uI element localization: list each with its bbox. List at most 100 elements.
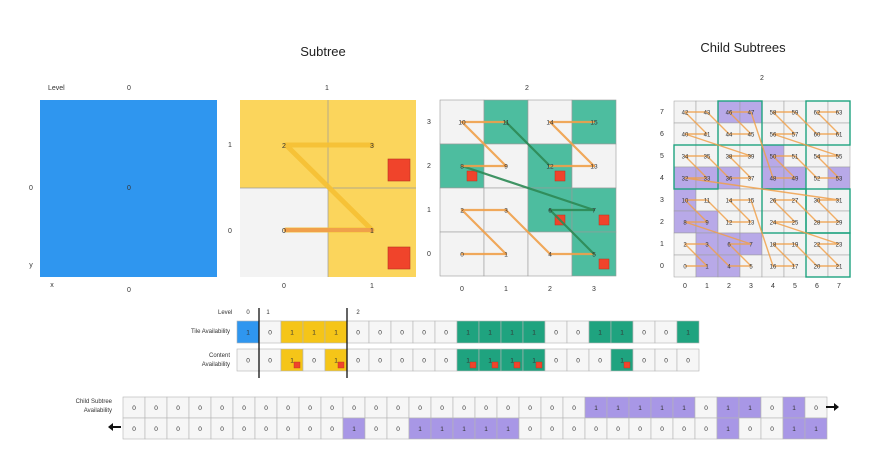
content-availability-content-marker-17 <box>623 361 631 369</box>
level3-tile-label-2: 2 <box>683 242 687 248</box>
child-availability-r1-bit-3: 0 <box>198 405 202 412</box>
child-availability-r1-bit-16: 0 <box>484 405 488 412</box>
child-availability-r1-bit-6: 0 <box>264 405 268 412</box>
level3-y-tick-7: 7 <box>660 109 664 116</box>
tile-availability-bit-17: 1 <box>620 329 624 336</box>
level3-tile-label-61: 61 <box>836 132 843 138</box>
level-header-2: 2 <box>525 85 529 92</box>
tile-availability-bit-20: 1 <box>686 329 690 336</box>
child-availability-r2-bit-23: 0 <box>638 426 642 433</box>
content-availability-bit-5: 0 <box>356 357 360 364</box>
child-availability-r2-bit-20: 0 <box>572 426 576 433</box>
level3-tile-label-35: 35 <box>704 154 711 160</box>
level2-tile-label-3: 3 <box>504 208 508 215</box>
level3-tile-label-38: 38 <box>726 154 733 160</box>
level3-tile-label-28: 28 <box>814 220 821 226</box>
level3-tile-label-31: 31 <box>836 198 843 204</box>
child-availability-r1-bit-15: 0 <box>462 405 466 412</box>
content-availability-label-2: Availability <box>202 362 230 368</box>
child-availability-r2-bit-18: 0 <box>528 426 532 433</box>
tile-availability-bit-10: 1 <box>466 329 470 336</box>
level3-y-tick-5: 5 <box>660 153 664 160</box>
level2-path-segment-1 <box>460 208 508 256</box>
level3-tile-label-54: 54 <box>814 154 821 160</box>
tile-availability-bit-1: 0 <box>268 329 272 336</box>
level3-tile-label-21: 21 <box>836 264 843 270</box>
content-availability-content-marker-11 <box>491 361 499 369</box>
tile-availability-bit-16: 1 <box>598 329 602 336</box>
child-availability-r1-bit-9: 0 <box>330 405 334 412</box>
level2-tile-label-0: 0 <box>460 252 464 259</box>
level1-x-tick-1: 1 <box>370 283 374 290</box>
level3-tile-label-53: 53 <box>836 176 843 182</box>
level3-tile-label-30: 30 <box>814 198 821 204</box>
bitstream-level-label: Level <box>218 310 232 316</box>
child-availability-r1-bit-20: 0 <box>572 405 576 412</box>
child-availability-r2-bit-15: 1 <box>462 426 466 433</box>
tile-availability-bit-15: 0 <box>576 329 580 336</box>
level3-y-tick-3: 3 <box>660 197 664 204</box>
child-availability-r1-bit-25: 1 <box>682 405 686 412</box>
child-availability-r1-bit-1: 0 <box>154 405 158 412</box>
child-availability-r1-bit-31: 0 <box>814 405 818 412</box>
level2-tile-label-6: 6 <box>548 208 552 215</box>
content-availability-bit-9: 0 <box>444 357 448 364</box>
child-availability-r2-bit-30: 1 <box>792 426 796 433</box>
level-header-1: 1 <box>325 85 329 92</box>
level3-tile-label-5: 5 <box>749 264 753 270</box>
content-availability-bit-4: 1 <box>334 357 338 364</box>
level1-content-marker-3 <box>387 158 411 182</box>
child-availability-r1-bit-26: 0 <box>704 405 708 412</box>
bitstream-section: Level 0 1 2 Tile Availability Content Av… <box>76 308 839 440</box>
level3-tile-label-24: 24 <box>770 220 777 226</box>
level3-tile-label-1: 1 <box>705 264 709 270</box>
level2-path-segment-7 <box>460 164 596 212</box>
level2-x-tick-0: 0 <box>460 286 464 293</box>
child-availability-r1-bit-0: 0 <box>132 405 136 412</box>
level2-tile-label-5: 5 <box>592 252 596 259</box>
level3-tile-label-14: 14 <box>726 198 733 204</box>
child-availability-r1-bit-21: 1 <box>594 405 598 412</box>
child-availability-r2-bit-3: 0 <box>198 426 202 433</box>
level2-x-tick-2: 2 <box>548 286 552 293</box>
level3-tile-label-13: 13 <box>748 220 755 226</box>
level3-tile-label-52: 52 <box>814 176 821 182</box>
level3-x-tick-7: 7 <box>837 283 841 290</box>
axis-label-y: y <box>29 262 33 269</box>
content-availability-bit-6: 0 <box>378 357 382 364</box>
level2-tile-label-1: 1 <box>504 252 508 259</box>
level3-tile-label-45: 45 <box>748 132 755 138</box>
level-label: Level <box>48 85 65 92</box>
level1-content-marker-1 <box>387 246 411 270</box>
tile-availability-bit-7: 0 <box>400 329 404 336</box>
child-availability-r2-bit-9: 0 <box>330 426 334 433</box>
child-availability-r1-bit-19: 0 <box>550 405 554 412</box>
child-availability-r2-bit-19: 0 <box>550 426 554 433</box>
level2-path-segment-9 <box>460 120 508 168</box>
content-availability-bit-11: 1 <box>488 357 492 364</box>
child-availability-r2-bit-11: 0 <box>374 426 378 433</box>
level2-content-marker-5 <box>598 258 610 270</box>
content-availability-bit-19: 0 <box>664 357 668 364</box>
child-availability-r1-bit-13: 0 <box>418 405 422 412</box>
axis-label-x: x <box>50 282 54 289</box>
level3-x-tick-5: 5 <box>793 283 797 290</box>
level3-tile-label-16: 16 <box>770 264 777 270</box>
child-availability-r2-bit-25: 0 <box>682 426 686 433</box>
level2-path-segment-3 <box>504 208 552 256</box>
content-availability-bit-16: 0 <box>598 357 602 364</box>
level3-tile-label-8: 8 <box>683 220 687 226</box>
child-availability-r2-bit-21: 0 <box>594 426 598 433</box>
level3-tile-label-47: 47 <box>748 110 755 116</box>
level3-tile-label-33: 33 <box>704 176 711 182</box>
tile-availability-bit-6: 0 <box>378 329 382 336</box>
tile-availability-bit-5: 0 <box>356 329 360 336</box>
level3-tile-label-51: 51 <box>792 154 799 160</box>
level3-tile-label-58: 58 <box>770 110 777 116</box>
tile-availability-bit-8: 0 <box>422 329 426 336</box>
level3-tile-label-41: 41 <box>704 132 711 138</box>
child-availability-r2-bit-26: 0 <box>704 426 708 433</box>
level2-tile-label-7: 7 <box>592 208 596 215</box>
level3-tile-label-44: 44 <box>726 132 733 138</box>
